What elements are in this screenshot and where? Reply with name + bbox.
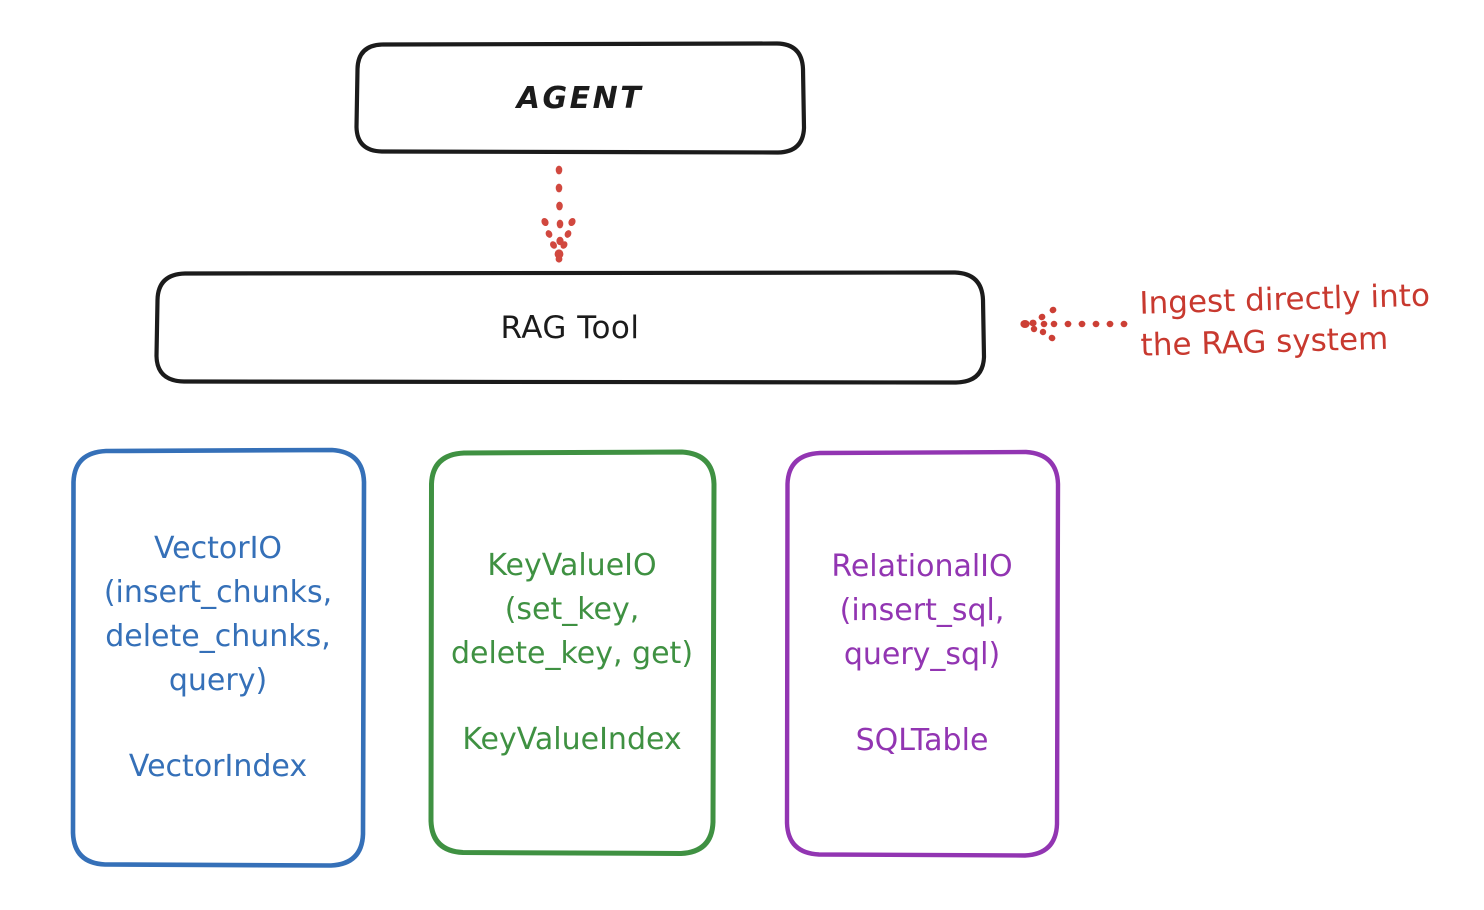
rag-tool-label: RAG Tool [500, 309, 640, 346]
ingest-to-rag-connector-arrow [1020, 306, 1128, 342]
rag-tool-node[interactable]: RAG Tool [154, 270, 987, 385]
key-value-io-api-label: KeyValueIO (set_key, delete_key, get) [450, 548, 694, 671]
relational-io-api-label: RelationalIO (insert_sql, query_sql) [831, 549, 1013, 672]
vector-io-content: VectorIO (insert_chunks, delete_chunks, … [70, 527, 366, 789]
agent-label: AGENT [516, 80, 644, 116]
key-value-io-index-label: KeyValueIndex [462, 722, 682, 757]
relational-io-node[interactable]: RelationalIO (insert_sql, query_sql) SQL… [784, 449, 1061, 858]
agent-to-rag-connector-arrow [541, 165, 576, 263]
vector-io-index-label: VectorIndex [128, 749, 308, 784]
agent-node[interactable]: AGENT [354, 41, 807, 155]
ingest-annotation-text: Ingest directly into the RAG system [1138, 277, 1431, 364]
relational-io-index-label: SQLTable [855, 723, 989, 758]
relational-io-content: RelationalIO (insert_sql, query_sql) SQL… [784, 545, 1060, 763]
vector-io-api-label: VectorIO (insert_chunks, delete_chunks, … [103, 531, 333, 698]
vector-io-node[interactable]: VectorIO (insert_chunks, delete_chunks, … [70, 447, 367, 868]
key-value-io-node[interactable]: KeyValueIO (set_key, delete_key, get) Ke… [428, 449, 717, 856]
key-value-io-content: KeyValueIO (set_key, delete_key, get) Ke… [428, 544, 716, 762]
